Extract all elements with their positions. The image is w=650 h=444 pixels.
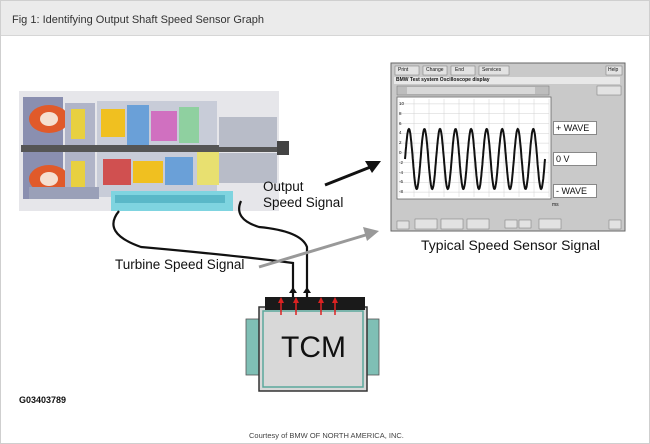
output-label-line2: Speed Signal bbox=[263, 195, 344, 210]
turbine-speed-signal-label: Turbine Speed Signal bbox=[115, 257, 245, 272]
scope-y-tick: 8 bbox=[399, 110, 402, 116]
scope-services-button[interactable]: Services bbox=[482, 67, 502, 73]
scope-y-tick: 6 bbox=[399, 120, 402, 126]
output-label-line1: Output bbox=[263, 179, 304, 194]
figure-code: G03403789 bbox=[19, 395, 67, 405]
output-signal-arrow bbox=[324, 164, 374, 187]
scope-y-tick: 0 bbox=[399, 149, 402, 155]
title-bar: Fig 1: Identifying Output Shaft Speed Se… bbox=[1, 1, 649, 36]
scope-print-button[interactable]: Print bbox=[398, 67, 409, 73]
scope-y-tick: 4 bbox=[399, 130, 402, 136]
oscilloscope-display bbox=[390, 62, 626, 232]
courtesy-credit: Courtesy of BMW OF NORTH AMERICA, INC. bbox=[249, 431, 404, 440]
scope-y-tick: -2 bbox=[399, 159, 404, 165]
scope-y-tick: -6 bbox=[399, 179, 404, 185]
scope-change-button[interactable]: Change bbox=[426, 67, 444, 73]
plus-wave-label: + WAVE bbox=[553, 121, 597, 135]
turbine-signal-arrow bbox=[258, 232, 370, 269]
output-wire bbox=[238, 200, 309, 297]
tcm-module bbox=[245, 297, 380, 392]
typical-signal-label: Typical Speed Sensor Signal bbox=[421, 237, 600, 253]
scope-y-tick: 10 bbox=[399, 100, 405, 106]
zero-volt-label: 0 V bbox=[553, 152, 597, 166]
scope-header: BMW Test system Oscilloscope display bbox=[396, 77, 490, 83]
scope-y-tick: 2 bbox=[399, 140, 402, 146]
scope-y-tick: -8 bbox=[399, 189, 404, 195]
turbine-wire bbox=[112, 210, 295, 297]
figure-title: Fig 1: Identifying Output Shaft Speed Se… bbox=[12, 14, 264, 26]
output-speed-signal-label: Output Speed Signal bbox=[263, 179, 343, 211]
minus-wave-label: - WAVE bbox=[553, 184, 597, 198]
transmission-illustration bbox=[19, 91, 289, 211]
speed-signal-waveform bbox=[404, 127, 546, 191]
tcm-label: TCM bbox=[281, 331, 346, 364]
scope-y-tick: -4 bbox=[399, 169, 404, 175]
scope-help-button[interactable]: Help bbox=[608, 67, 619, 73]
scope-time-unit: ms bbox=[552, 202, 559, 208]
scope-end-button[interactable]: End bbox=[455, 67, 464, 73]
